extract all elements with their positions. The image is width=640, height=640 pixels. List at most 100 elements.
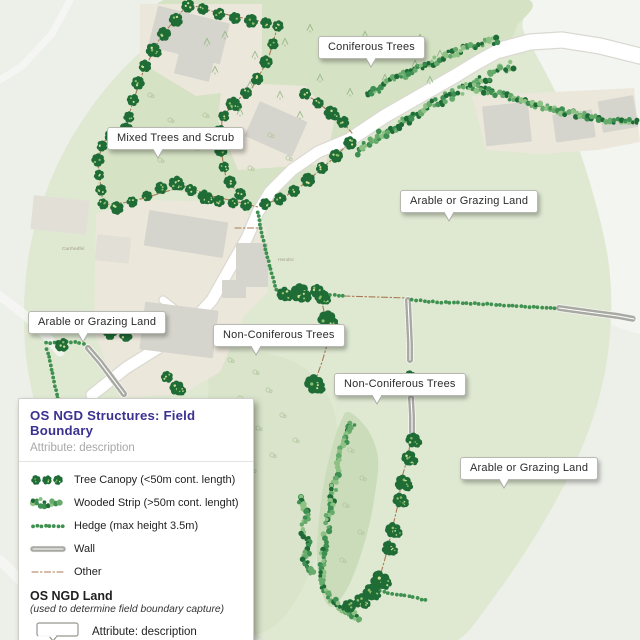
place-label: Hendre [278, 257, 294, 263]
tree-canopy-icon [154, 181, 168, 195]
callout-tail [444, 211, 454, 220]
tree-canopy-icon [287, 184, 301, 197]
tree-canopy-icon [370, 589, 382, 601]
map-callout: Mixed Trees and Scrub [107, 127, 245, 159]
tree-canopy-icon [243, 14, 258, 28]
callout-tail [78, 332, 88, 341]
legend-item-label: Wall [74, 542, 95, 555]
legend-title: OS NGD Structures: Field Boundary [30, 408, 196, 438]
legend-land-attribute: Attribute: description [92, 626, 197, 638]
scrub-icon [279, 412, 287, 418]
place-label: Carrhedfel [62, 246, 84, 252]
tree-canopy-icon [126, 196, 138, 208]
map-callout: Arable or Grazing Land [28, 311, 167, 343]
tree-canopy-icon [299, 290, 312, 303]
building [174, 52, 214, 82]
building [222, 280, 246, 298]
conifer-tree-icon [221, 30, 229, 40]
building [597, 95, 639, 133]
tree-canopy-icon [131, 76, 145, 90]
tree-canopy-icon [42, 474, 52, 484]
tree-canopy-icon [234, 187, 247, 200]
map-callout-label: Mixed Trees and Scrub [117, 132, 235, 144]
legend-item-other: Other [30, 560, 242, 583]
conifer-tree-icon [436, 49, 444, 59]
legend-item-label: Hedge (max height 3.5m) [74, 519, 199, 532]
tree-canopy-icon [123, 111, 135, 123]
tree-canopy-icon [91, 153, 105, 167]
scrub-icon [265, 387, 273, 393]
conifer-tree-icon [276, 90, 284, 100]
hedge-icon [31, 523, 65, 528]
conifer-tree-icon [316, 73, 324, 83]
legend-divider [19, 461, 253, 462]
building [482, 101, 532, 147]
tree-canopy-icon [239, 87, 252, 100]
legend-item-wooded-strip: Wooded Strip (>50m cont. lenght) [30, 491, 242, 514]
tree-canopy-icon [328, 149, 344, 163]
tree-canopy-icon [250, 72, 264, 86]
map-callout-label: Non-Coniferous Trees [344, 378, 456, 390]
tree-canopy-icon [152, 47, 162, 58]
wooded-strip-icon [30, 496, 63, 509]
scrub-icon [247, 165, 255, 171]
map-callout: Coniferous Trees [318, 36, 425, 68]
building [94, 234, 132, 264]
tree-canopy-icon [218, 161, 230, 173]
tree-canopy-icon [298, 87, 312, 100]
conifer-tree-icon [236, 107, 244, 117]
callout-shape-icon [36, 622, 79, 640]
scrub-icon [202, 112, 210, 118]
scrub-icon [167, 117, 175, 123]
other-icon [31, 570, 65, 573]
scrub-icon [252, 369, 260, 375]
building [30, 195, 90, 235]
tree-canopy-icon [181, 0, 195, 13]
scrub-icon [359, 475, 367, 481]
building [148, 5, 230, 65]
legend-subtitle: Attribute: description [30, 442, 135, 454]
conifer-tree-icon [426, 75, 434, 85]
tree-canopy-icon [273, 192, 287, 206]
tree-canopy-icon [95, 184, 107, 196]
conifer-tree-icon [306, 23, 314, 33]
legend-land-attribute-row: Attribute: description [30, 622, 242, 640]
tree-canopy-icon [388, 545, 398, 556]
tree-canopy-icon [212, 194, 225, 208]
conifer-tree-icon [281, 37, 289, 47]
building [236, 243, 268, 287]
tree-canopy-icon [227, 197, 239, 209]
map-callout: Arable or Grazing Land [400, 190, 539, 222]
tree-canopy-icon [408, 455, 419, 466]
tree-canopy-icon [31, 474, 41, 485]
tree-canopy-icon [141, 190, 153, 202]
tree-canopy-icon [412, 437, 423, 448]
tree-canopy-icon [315, 161, 329, 175]
woodland-patch [316, 411, 379, 608]
map-callout-label: Non-Coniferous Trees [223, 329, 335, 341]
tree-canopy-icon [336, 115, 350, 128]
tree-canopy-icon [228, 11, 241, 24]
callout-tail [153, 148, 163, 157]
tree-canopy-icon [175, 180, 185, 191]
tree-canopy-icon [300, 172, 316, 187]
wall-boundaries [84, 296, 638, 437]
callout-tail [251, 345, 261, 354]
building [244, 101, 308, 157]
tree-canopy-icon [330, 110, 340, 121]
scrub-icon [285, 155, 293, 161]
tree-canopy-icon [168, 12, 183, 27]
scrub-icon [147, 92, 155, 98]
wall-icon [30, 545, 66, 552]
scrub-icon [292, 437, 300, 443]
legend-item-label: Wooded Strip (>50m cont. lenght) [74, 496, 239, 509]
tree-canopy-icon [110, 201, 124, 215]
tree-canopy-icon [126, 94, 140, 107]
legend-land-title: OS NGD Land [30, 589, 113, 603]
tree-canopy-icon [156, 26, 172, 41]
tree-canopy-icon [259, 198, 271, 210]
conifer-tree-icon [381, 73, 389, 83]
tree-canopy-icon [341, 599, 356, 613]
map-callout: Non-Coniferous Trees [213, 324, 345, 356]
